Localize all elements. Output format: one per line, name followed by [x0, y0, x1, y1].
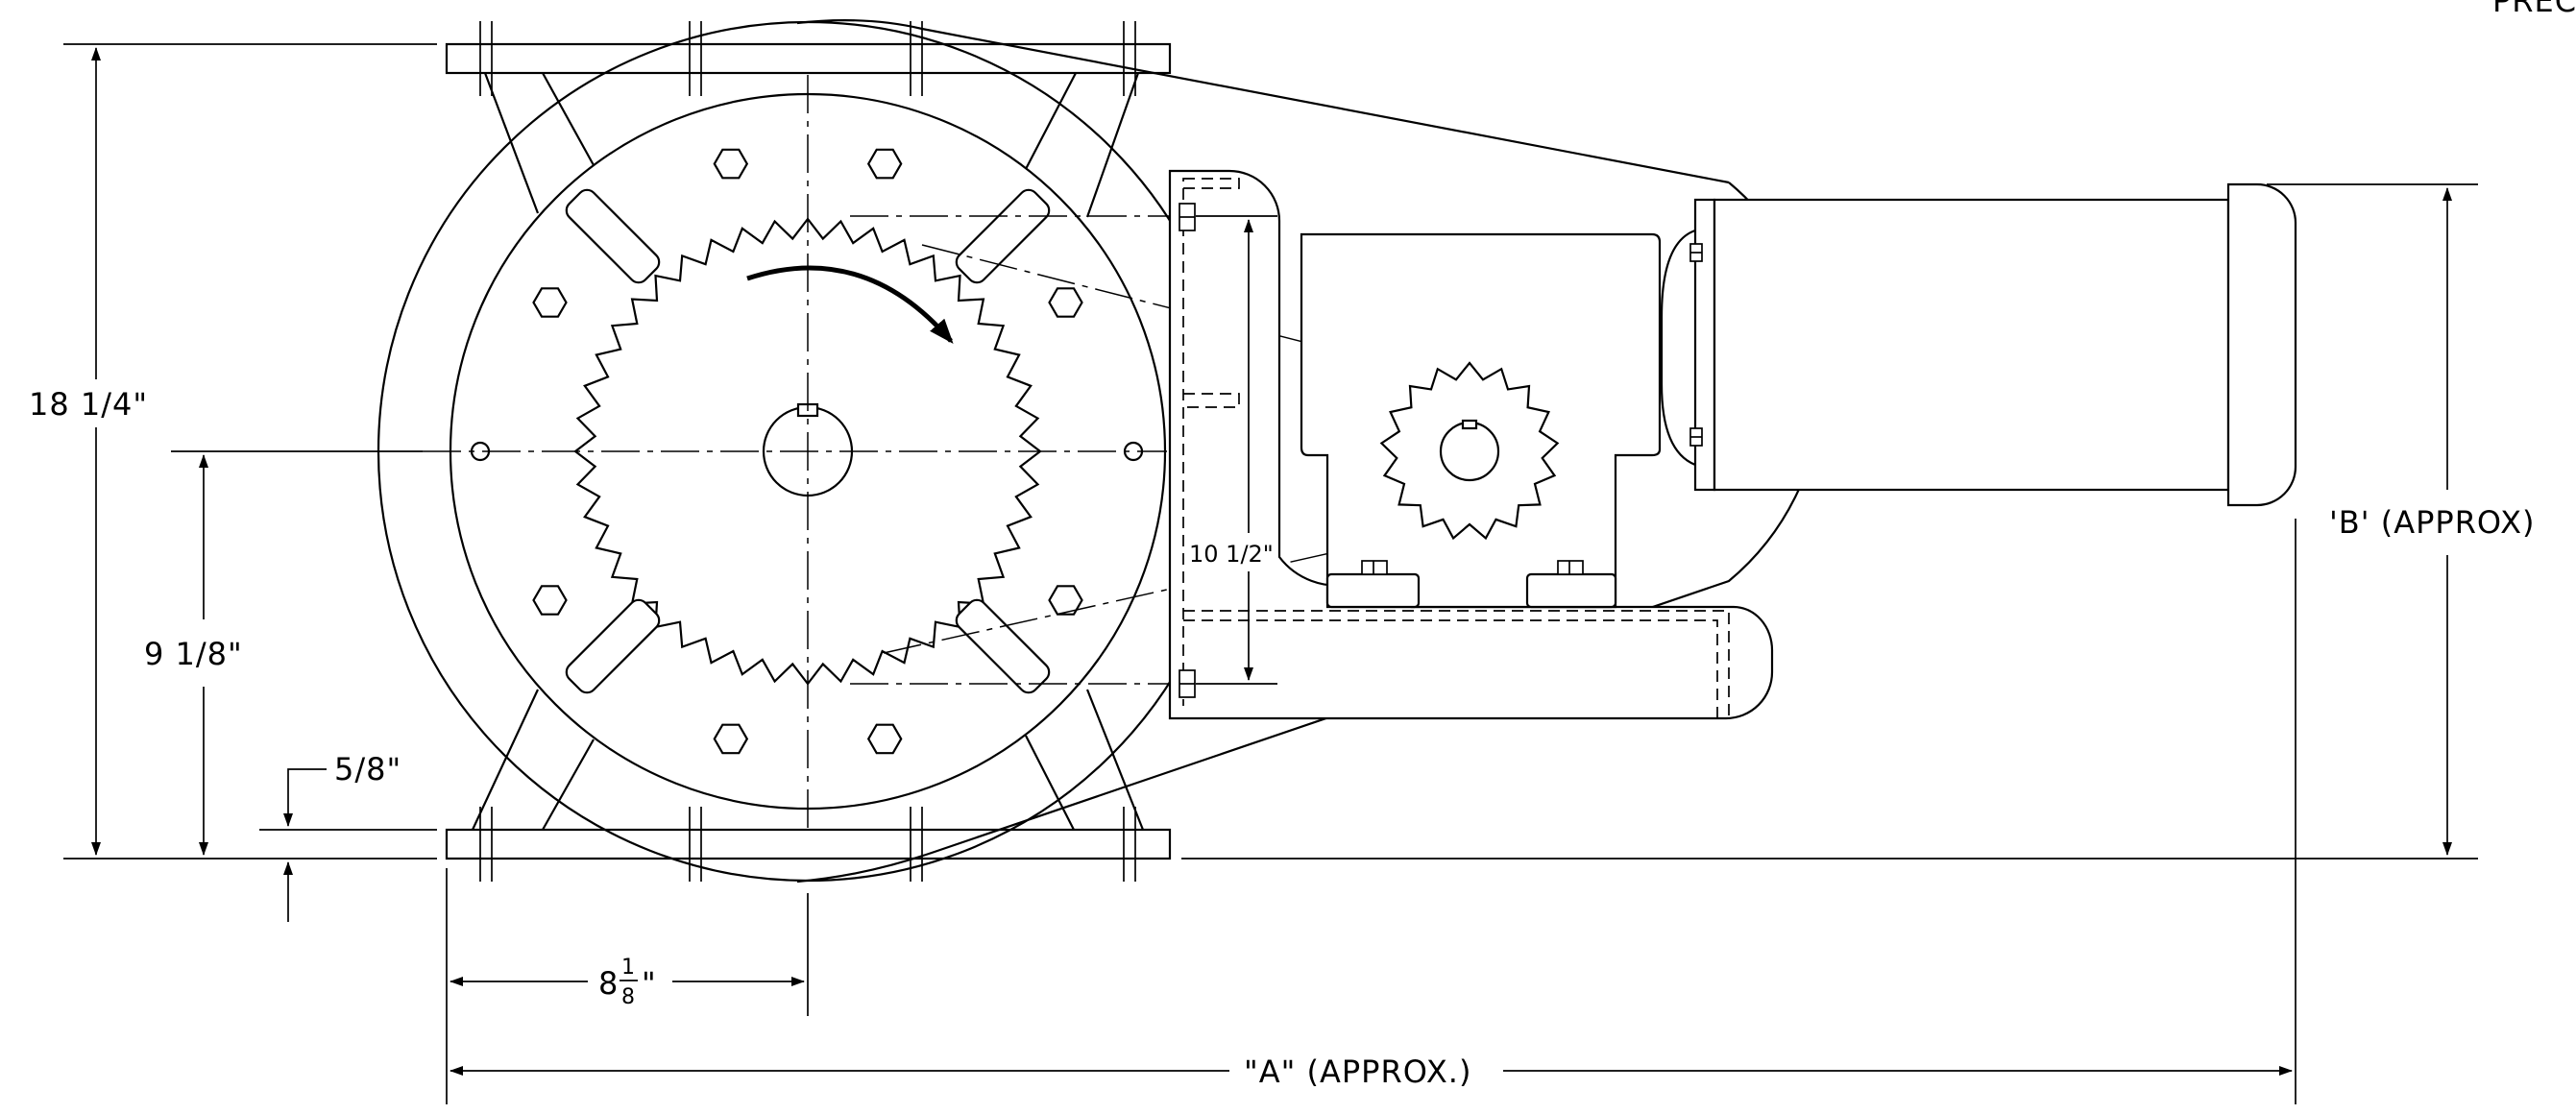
dim-sprocket-centers: 10 1/2"	[1189, 541, 1274, 568]
svg-text:": "	[642, 965, 657, 1002]
hex-bolt	[713, 723, 749, 755]
dimensions: 18 1/4" 9 1/8" 5/8" 8 1 8 " "A" (APPROX.…	[29, 43, 2535, 1104]
hex-bolt	[1048, 287, 1083, 318]
rotor-vanes	[565, 188, 1051, 694]
dim-overall-height: 18 1/4"	[29, 386, 148, 423]
svg-text:1: 1	[621, 956, 635, 980]
hex-bolt	[532, 585, 568, 616]
bracket-bolts	[1179, 203, 1196, 698]
dim-overall-length: "A" (APPROX.)	[1244, 1053, 1471, 1090]
rotation-arrow	[746, 265, 954, 345]
flange-bolts	[479, 21, 1136, 882]
dim-center-height: 9 1/8"	[144, 636, 243, 672]
reducer-shaft	[1439, 421, 1500, 482]
motor-body	[1713, 198, 2230, 492]
hex-bolts	[532, 148, 1083, 755]
motor-adapter	[1660, 229, 1696, 467]
housing-webs	[472, 72, 1145, 831]
hex-bolt	[1048, 585, 1083, 616]
svg-text:8: 8	[621, 985, 635, 1009]
motor	[1660, 182, 2297, 507]
bottom-flange	[445, 828, 1172, 860]
corner-label: PREC	[2492, 0, 2576, 19]
dim-flange-thickness: 5/8"	[334, 751, 401, 787]
hex-bolt	[866, 148, 903, 180]
hex-bolt	[532, 287, 568, 318]
motor-end-cap	[2226, 182, 2297, 507]
dim-center-offset: 8 1 8 "	[598, 956, 657, 1009]
hex-bolt	[866, 723, 903, 755]
small-sprocket	[1379, 361, 1560, 541]
top-flange	[445, 42, 1172, 75]
dim-motor-height: 'B' (APPROX)	[2329, 504, 2535, 541]
hex-bolt	[713, 148, 749, 180]
svg-text:8: 8	[598, 965, 619, 1002]
